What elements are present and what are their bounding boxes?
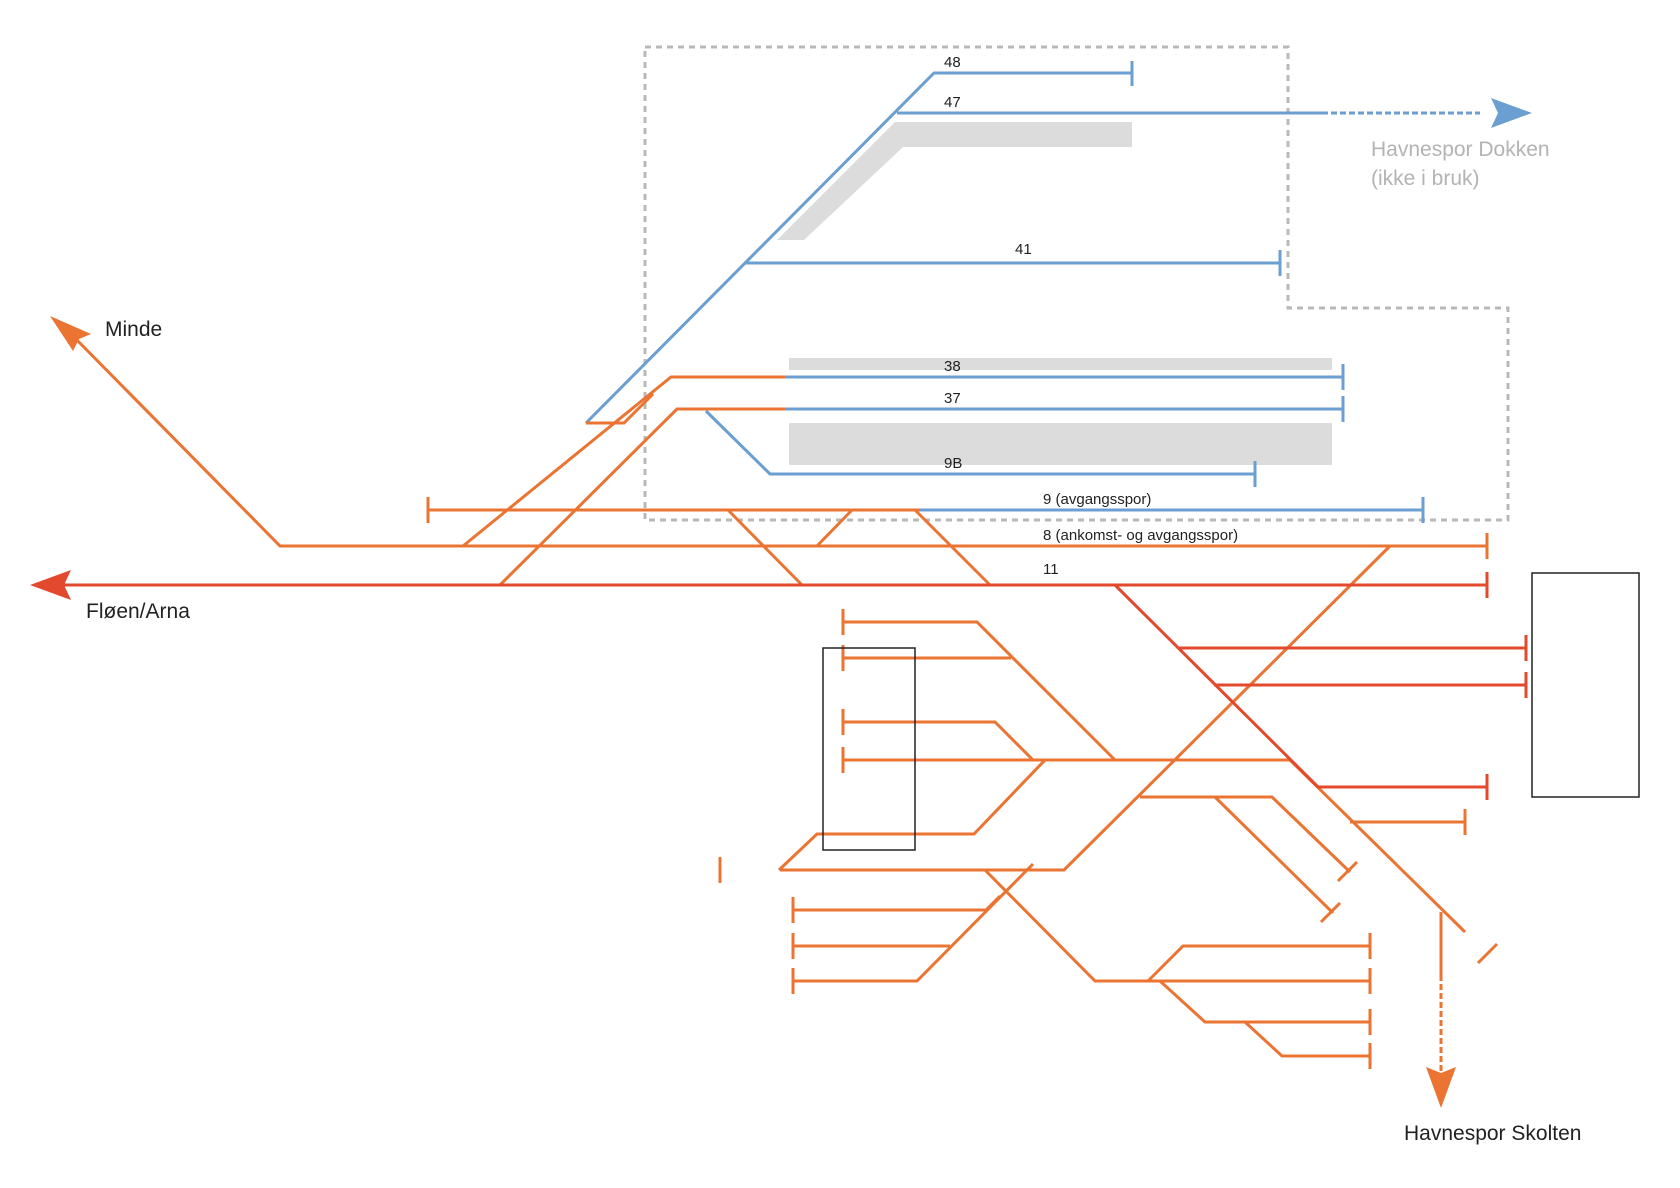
yard-track-i-end [1476,942,1499,965]
track-label-41: 41 [1015,241,1032,258]
destination-minde: Minde [105,318,163,341]
destination-havnespor-dokken-note: (ikke i bruk) [1371,167,1480,190]
crossover-9-11-a [726,508,804,587]
lower-right-track-b [1158,979,1370,1024]
connection-38 [462,375,785,548]
floen-arna-arrow [30,570,71,600]
track-label-11: 11 [1043,561,1059,578]
lower-right-diagonal [983,868,1370,983]
yard-track-g-end [1319,901,1342,924]
yard-track-f [1140,795,1352,874]
crossover-9-8 [815,508,854,548]
minde-arrow [50,316,91,351]
yard-track-e [777,758,1047,872]
track-label-9b: 9B [944,455,963,472]
destination-havnespor-dokken: Havnespor Dokken [1371,138,1550,161]
track-label-37: 37 [944,390,961,407]
large-building [1531,572,1640,798]
yard-track-c [843,720,1035,762]
yard-track-f-end [1336,860,1359,883]
lower-yard-track-c [793,862,1035,983]
red-diagonal [1113,583,1487,789]
destination-floen-arna: Fløen/Arna [86,600,190,623]
platform-37-9b [789,423,1332,465]
track-label-38: 38 [944,358,961,375]
diagonal-to-track-8 [780,544,1392,872]
havnespor-skolten-arrow [1426,1067,1456,1108]
track-48 [584,71,1132,425]
small-building [822,647,916,851]
platform-47 [777,122,1132,240]
destination-havnespor-skolten: Havnespor Skolten [1404,1122,1582,1145]
yard-track-g [1213,795,1335,915]
track-label-8: 8 (ankomst- og avgangsspor) [1043,527,1239,544]
crossover-9-11-b [913,508,992,587]
havnespor-dokken-arrow [1491,98,1532,128]
minde-line [68,331,1487,548]
track-label-47: 47 [944,94,961,111]
connection-37 [498,407,785,587]
track-label-48: 48 [944,54,961,71]
platform-38 [789,358,1332,370]
track-9b [704,409,1255,476]
track-label-9: 9 (avgangsspor) [1043,491,1152,508]
lower-right-track-c [1243,1020,1370,1058]
lower-yard-track-a [793,894,1002,912]
connection-48-orange [586,392,655,425]
lower-right-track-a [1146,944,1370,983]
terminal-area-boundary [643,45,1510,522]
yard-track-a [843,620,1117,762]
